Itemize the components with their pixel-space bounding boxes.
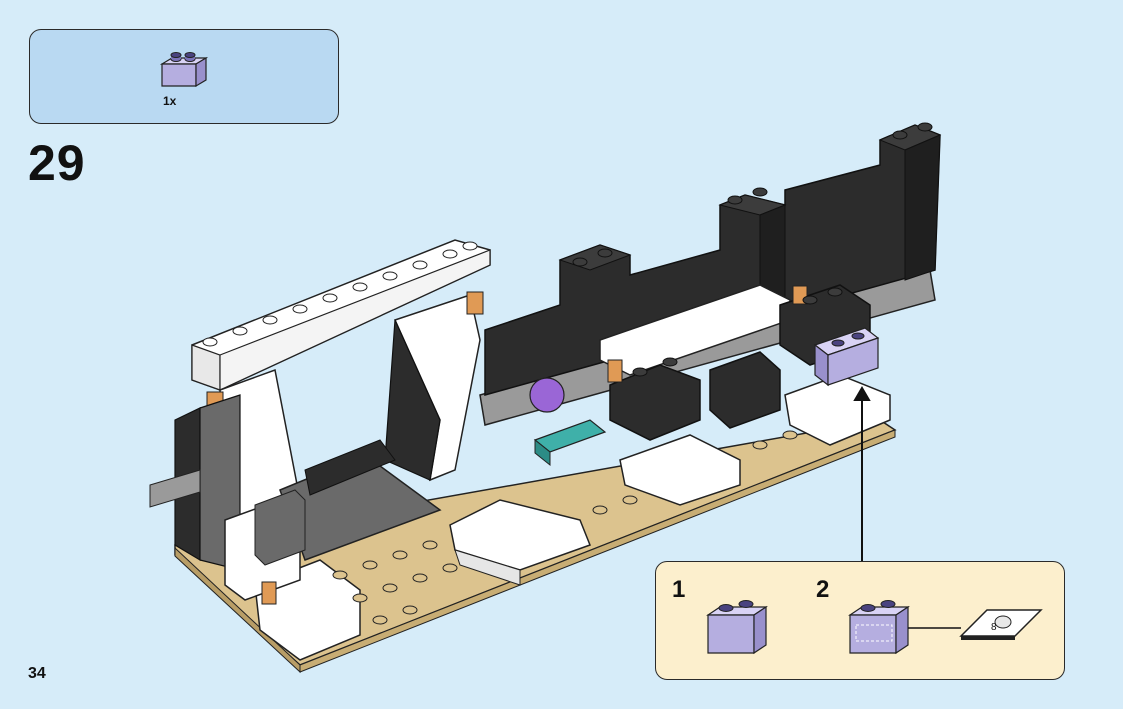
svg-text:8: 8 <box>991 622 997 633</box>
callout-illustrations: 8 <box>656 562 1066 681</box>
sub-step-1-brick-icon <box>708 601 766 654</box>
sticker-sheet-icon: 8 <box>961 610 1041 640</box>
sub-step-2-brick-icon <box>850 601 908 654</box>
teal-tile <box>535 420 605 452</box>
orange-pin <box>262 582 276 604</box>
purple-sphere <box>530 378 564 412</box>
sub-step-callout: 1 2 8 <box>655 561 1065 680</box>
page-number: 34 <box>28 665 46 683</box>
